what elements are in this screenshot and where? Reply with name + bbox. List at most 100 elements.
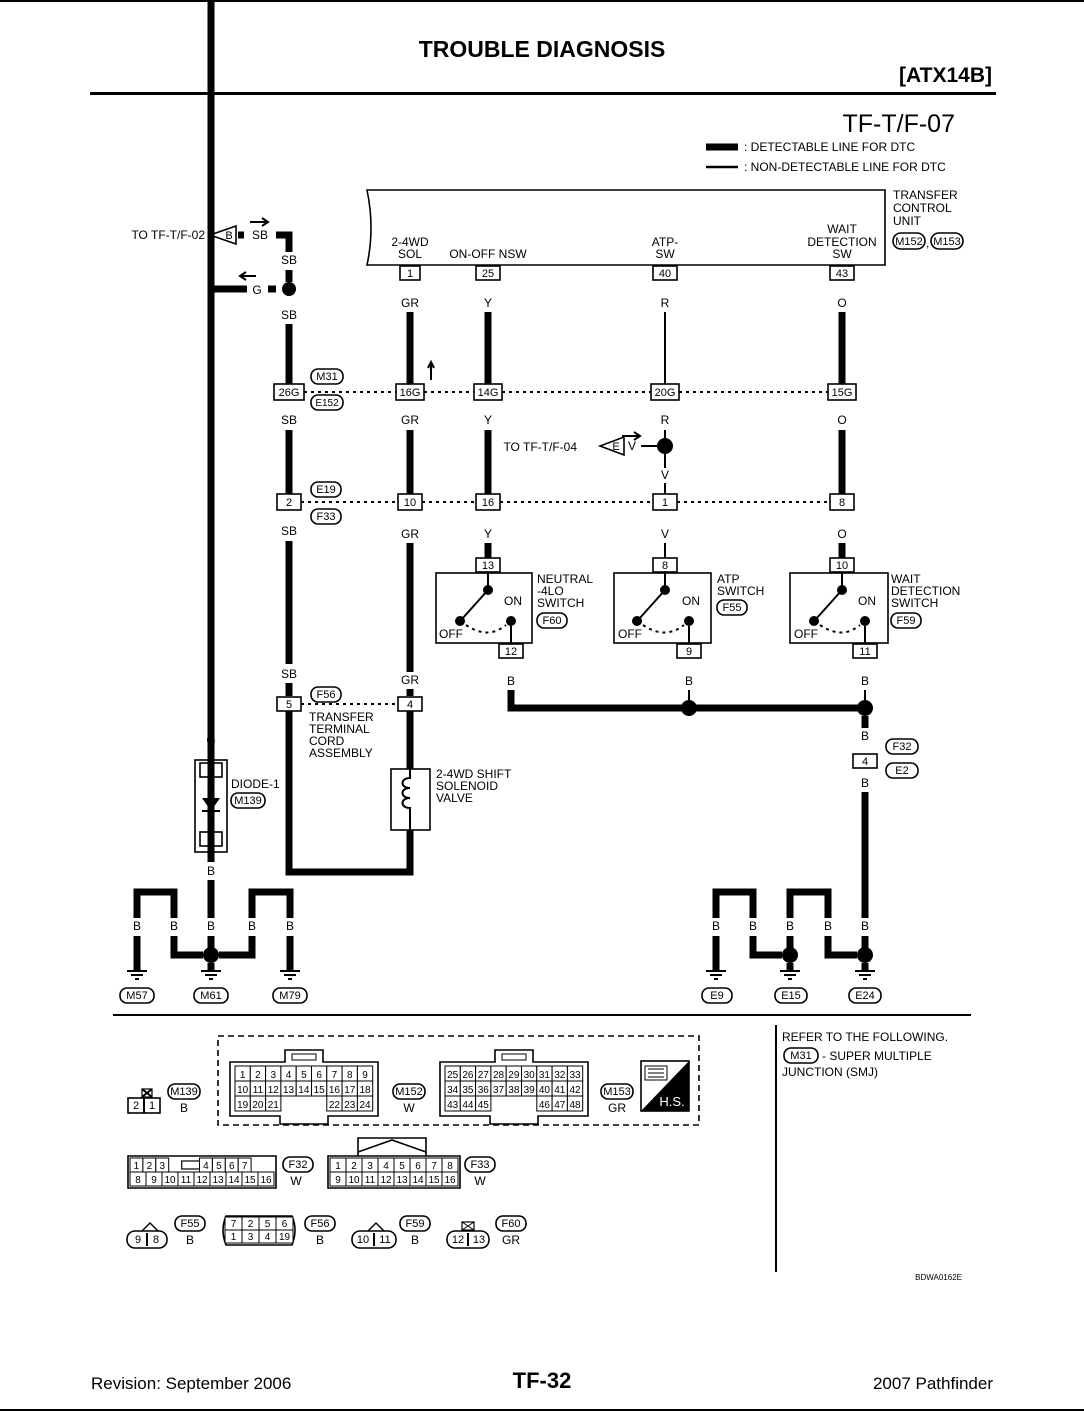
ref-tf04-letter: E [612,441,619,453]
wire-label-sb-top: SB [252,228,268,242]
tcu-t40-label-2: SW [655,247,675,261]
svg-text:20G: 20G [655,387,676,399]
ground-symbols-left [127,970,300,980]
ground-m61: M61 [200,990,221,1002]
pin-label: 15 [244,1175,256,1186]
svg-text:10: 10 [357,1234,369,1246]
conn-f32-color: W [290,1174,302,1188]
pin-label: 20 [252,1100,264,1111]
svg-text:43: 43 [836,268,848,280]
svg-text:F60: F60 [543,615,562,627]
svg-text:ON: ON [858,594,876,608]
pin-label: 2 [248,1219,254,1230]
ref-tf02-arrow [207,224,237,246]
wire-label-r-2: R [661,413,670,427]
svg-text:14G: 14G [478,387,499,399]
pin-label: 6 [316,1070,322,1081]
svg-text:B: B [286,919,294,933]
svg-text:8: 8 [153,1234,159,1246]
svg-text:12: 12 [452,1234,464,1246]
joint1-conn-bot: E152 [315,398,339,409]
wire-label-sb-1: SB [281,253,297,267]
svg-text:SWITCH: SWITCH [537,596,584,610]
diode-conn-badge [230,792,266,809]
svg-text:1: 1 [149,1100,155,1112]
refer-line-2: - SUPER MULTIPLE [822,1049,932,1063]
tcu-conn-m153: M153 [933,236,961,248]
footer-revision: Revision: September 2006 [91,1374,292,1393]
wire-label-o-1: O [837,296,846,310]
svg-text:H.S.: H.S. [659,1094,684,1109]
pin-label: 16 [260,1175,272,1186]
joint1-conn-bot-badge [310,394,344,411]
conn-m153-color: GR [608,1101,626,1115]
svg-text:16G: 16G [400,387,421,399]
tcu-name-3: UNIT [893,214,922,228]
conn-f56-name: F56 [311,1218,330,1230]
wire-label-o-3: O [837,527,846,541]
pin-label: 45 [478,1100,490,1111]
svg-text:13: 13 [482,560,494,572]
svg-text:SWITCH: SWITCH [891,596,938,610]
svg-text:13: 13 [473,1234,485,1246]
wire-label-gr-4: GR [401,673,419,687]
pin-label: 6 [415,1161,421,1172]
svg-text:1: 1 [407,268,413,280]
ground-symbols-right [706,970,875,980]
pin-label: 26 [462,1070,474,1081]
pin-label: 5 [301,1070,307,1081]
pin-label: 44 [462,1100,474,1111]
svg-text:25: 25 [482,268,494,280]
pin-label: 30 [524,1070,536,1081]
pin-label: 11 [181,1175,192,1186]
splice-g [282,282,296,296]
svg-text:B: B [786,919,794,933]
svg-text:5: 5 [286,699,292,711]
tcu-t43-label-2: SW [832,247,852,261]
pin-label: 23 [344,1100,356,1111]
wire-label-b-s1: B [507,674,515,688]
pin-label: 36 [478,1085,490,1096]
tcu-pin-43: 43 [829,265,855,281]
tcu-name-2: CONTROL [893,201,952,215]
joint1-conn-top: M31 [316,371,337,383]
tcu-conn-comma: , [926,236,929,250]
svg-text:B: B [186,1233,194,1247]
diagram-id: TF-T/F-07 [843,110,956,138]
tcu-pin-1: 1 [399,265,421,281]
pin-label: 41 [554,1085,566,1096]
wire-label-b-5: B [861,776,869,790]
svg-text:4: 4 [862,756,868,768]
pin-label: 39 [524,1085,536,1096]
pin-label: 25 [447,1070,459,1081]
diode-name: DIODE-1 [231,777,280,791]
svg-text:M139: M139 [170,1086,198,1098]
conn-f60: 12 13 F60 GR [446,1215,527,1249]
wire-label-b-s2: B [685,674,693,688]
tcu-conn-m153-badge [930,232,964,250]
tcu-pin-40: 40 [652,265,678,281]
pin-label: 17 [344,1085,356,1096]
svg-text:F55: F55 [181,1218,200,1230]
pin-label: 10 [164,1175,176,1186]
solenoid-name-3: VALVE [436,791,473,805]
pin-label: 9 [362,1070,368,1081]
f56-badge [310,686,342,703]
joint2-conn-bot-badge [310,508,342,525]
pin-label: 2 [255,1070,261,1081]
svg-text:OFF: OFF [794,627,818,641]
wire-label-sb-4: SB [281,524,297,538]
svg-text:B: B [411,1233,419,1247]
svg-text:9: 9 [686,646,692,658]
pin-label: 11 [365,1175,376,1186]
pin-label: 7 [431,1161,437,1172]
ref-v-label: V [628,439,636,453]
svg-text:F59: F59 [406,1218,425,1230]
joint1-conn-top-badge [310,368,344,385]
pin-label: 9 [335,1175,341,1186]
hs-group-dashed-box [217,1035,700,1126]
conn-m153-name: M153 [603,1086,631,1098]
pin-label: 22 [329,1100,341,1111]
